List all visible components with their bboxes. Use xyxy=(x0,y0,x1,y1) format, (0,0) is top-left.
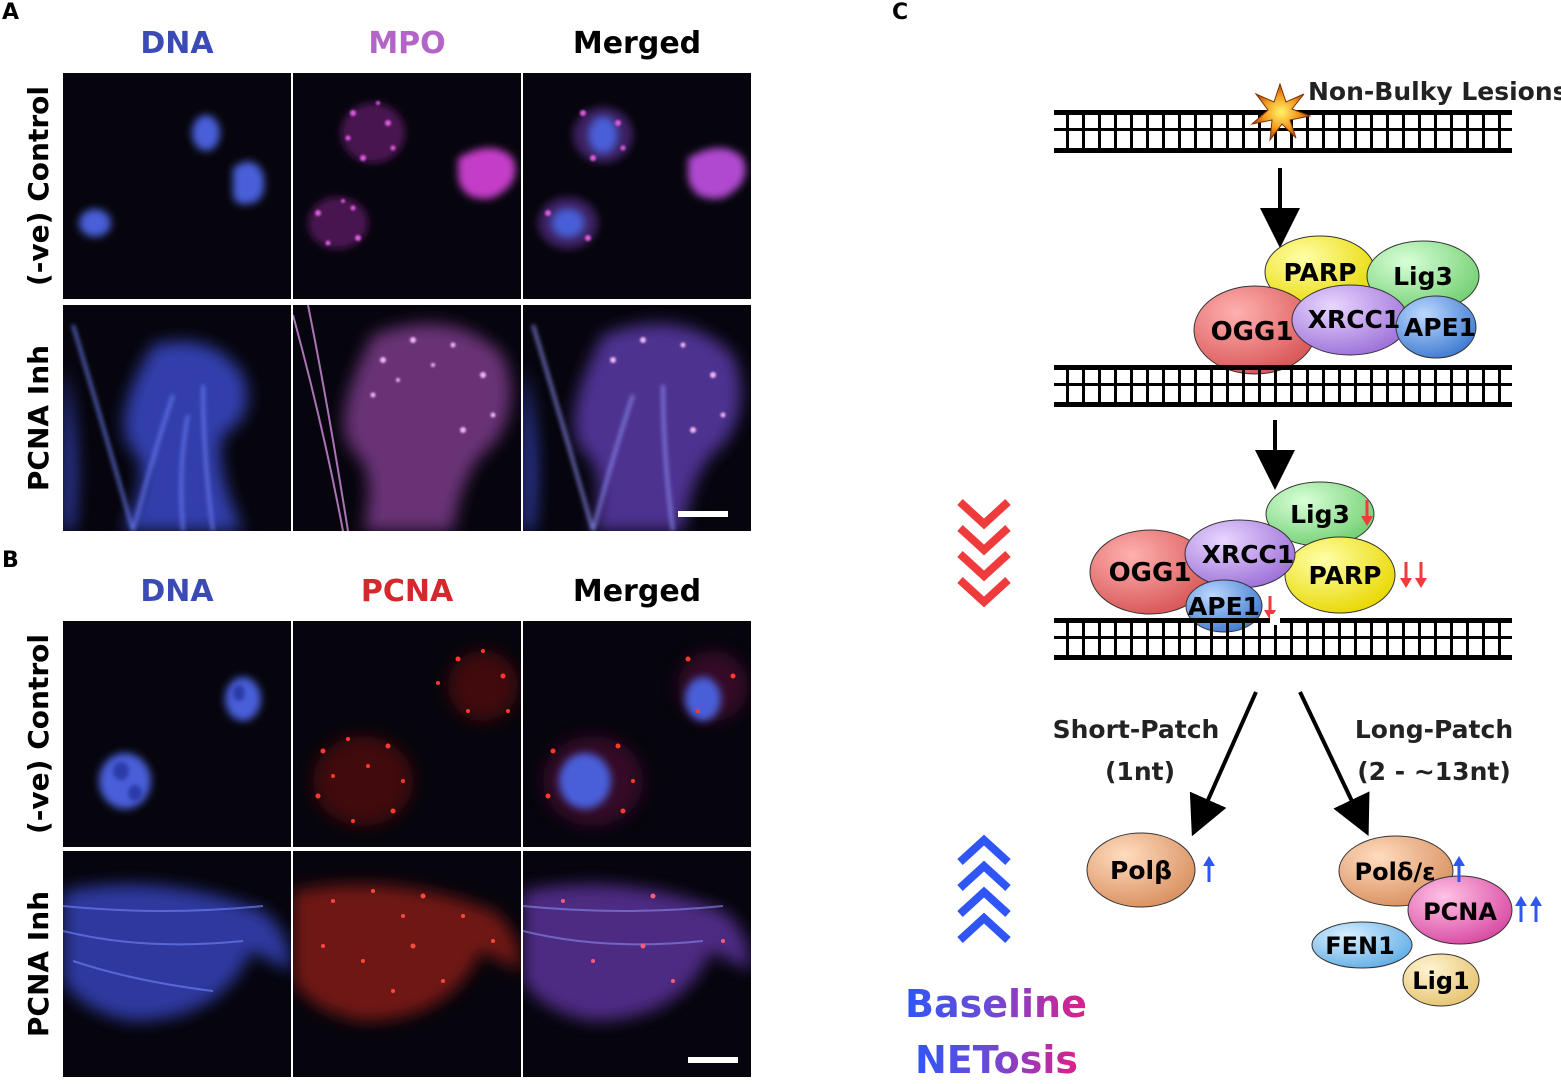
protein-label-lig3-1: Lig3 xyxy=(1393,262,1453,291)
protein-label-xrcc1-1: XRCC1 xyxy=(1308,305,1401,334)
protein-polb xyxy=(1086,832,1196,908)
panel-label-c: C xyxy=(892,0,909,25)
scale-bar-b xyxy=(688,1057,738,1063)
panel-a-row-control: (-ve) Control xyxy=(22,86,55,286)
protein-label-xrcc1-2: XRCC1 xyxy=(1202,540,1295,569)
protein-label-ogg1-2: OGG1 xyxy=(1109,558,1192,588)
dna-duplex-2 xyxy=(1054,365,1512,407)
micrograph-b-pcna-merged xyxy=(523,851,751,1077)
long-patch-length: (2 - ~13nt) xyxy=(1357,757,1511,786)
ber-pathway-diagram: Non-Bulky Lesions PARP Lig3 OGG1 XRCC1 A… xyxy=(957,77,1561,1007)
short-patch-label: Short-Patch xyxy=(1053,715,1220,744)
micrograph-a-control-merged xyxy=(523,73,751,299)
lesion-label: Non-Bulky Lesions xyxy=(1308,77,1561,106)
panel-a-header-dna: DNA xyxy=(140,26,214,61)
micrograph-b-pcna-dna xyxy=(63,851,291,1077)
arrow-short-patch xyxy=(1189,691,1258,837)
panel-a-header-mpo: MPO xyxy=(368,26,446,61)
protein-label-polb: Polβ xyxy=(1110,856,1172,885)
protein-label-pcna: PCNA xyxy=(1423,898,1497,926)
micrograph-b-control-dna xyxy=(63,621,291,847)
protein-label-lig1: Lig1 xyxy=(1412,967,1469,995)
micrograph-b-pcna-pcna xyxy=(293,851,521,1077)
dna-duplex-3 xyxy=(1054,614,1512,660)
arrow-long-patch xyxy=(1298,691,1370,837)
panel-a-header-merged: Merged xyxy=(572,26,702,61)
micrograph-a-control-dna xyxy=(63,73,291,299)
panel-label-a: A xyxy=(2,0,20,25)
legend-netosis: NETosis xyxy=(915,1038,1079,1082)
long-patch-label: Long-Patch xyxy=(1355,715,1513,744)
panel-b-row-control: (-ve) Control xyxy=(22,634,55,834)
up-arrow-icon-polb xyxy=(1203,856,1215,882)
panel-label-b: B xyxy=(2,548,19,573)
protein-label-fen1: FEN1 xyxy=(1325,932,1395,960)
protein-label-parp-2: PARP xyxy=(1309,561,1382,590)
protein-complex-long-patch xyxy=(1311,835,1513,1007)
panel-b-row-pcna-inh: PCNA Inh xyxy=(22,890,55,1038)
protein-label-ogg1-1: OGG1 xyxy=(1211,317,1294,347)
legend-baseline: Baseline xyxy=(905,982,1087,1026)
protein-label-lig3-2: Lig3 xyxy=(1290,500,1350,529)
scale-bar-a xyxy=(678,511,728,517)
protein-label-pol-delta-epsilon: Polδ/ε xyxy=(1355,858,1436,886)
protein-complex-1 xyxy=(1193,235,1480,375)
panel-b-header-pcna: PCNA xyxy=(360,574,454,609)
protein-label-parp-1: PARP xyxy=(1284,258,1357,287)
panel-b-header-merged: Merged xyxy=(572,574,702,609)
micrograph-b-control-pcna xyxy=(293,621,521,847)
up-arrow-icons-long xyxy=(1453,856,1542,922)
short-patch-length: (1nt) xyxy=(1105,757,1175,786)
micrograph-b-control-merged xyxy=(523,621,751,847)
down-chevrons-icon xyxy=(957,499,1011,608)
panel-a-row-pcna-inh: PCNA Inh xyxy=(22,344,55,492)
up-chevrons-icon xyxy=(957,834,1011,943)
lesion-star-icon xyxy=(1250,82,1312,142)
protein-label-ape1-1: APE1 xyxy=(1404,313,1476,342)
micrograph-a-control-mpo xyxy=(293,73,521,299)
micrograph-a-pcna-dna xyxy=(63,305,291,531)
protein-label-ape1-2: APE1 xyxy=(1188,592,1260,621)
micrograph-a-pcna-mpo xyxy=(293,305,521,531)
panel-b-header-dna: DNA xyxy=(140,574,214,609)
micrograph-a-pcna-merged xyxy=(523,305,751,531)
